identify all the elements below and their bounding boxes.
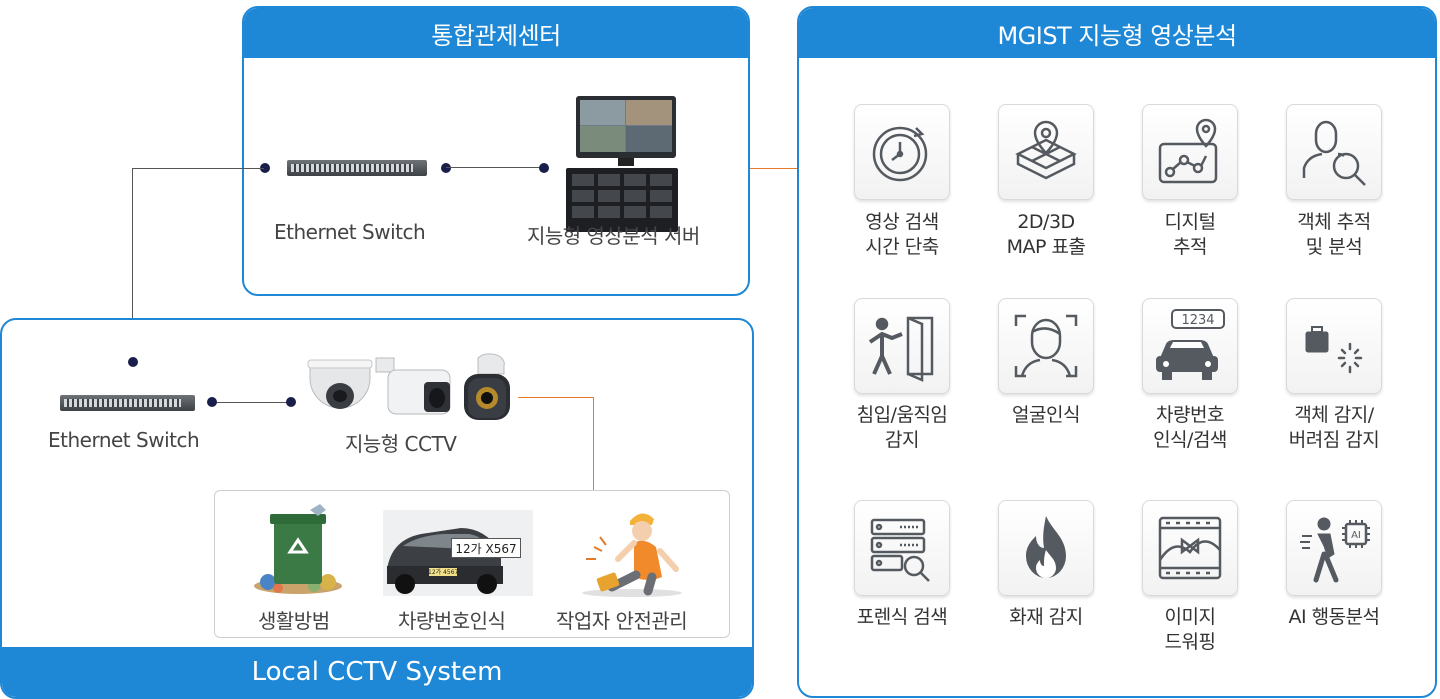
- feature-label: 화재 감지: [1009, 606, 1083, 628]
- use-case-label: 생활방범: [258, 609, 330, 633]
- connector-dot: [286, 397, 296, 407]
- connector-dot: [260, 163, 270, 173]
- clock-icon: [854, 104, 950, 200]
- local-switch-label: Ethernet Switch: [48, 428, 200, 452]
- link-line: [518, 397, 594, 398]
- map-pin-icon: [998, 104, 1094, 200]
- forensic-search-icon: [854, 500, 950, 596]
- cc-switch-label: Ethernet Switch: [274, 220, 426, 244]
- fallen-worker-icon: [582, 513, 682, 597]
- connector-dot: [441, 163, 451, 173]
- control-center-title: 통합관제센터: [244, 8, 748, 58]
- link-line: [132, 168, 133, 362]
- link-line: [132, 168, 264, 169]
- ai-behavior-icon: AI: [1286, 500, 1382, 596]
- feature-label: 객체 감지/버려짐 감지: [1288, 404, 1380, 451]
- car-plate-icon: 1234: [1142, 298, 1238, 394]
- use-case-label: 작업자 안전관리: [556, 609, 688, 633]
- ethernet-switch-icon: [287, 160, 427, 176]
- feature-label: 얼굴인식: [1012, 404, 1080, 426]
- feature-label: AI 행동분석: [1288, 606, 1380, 628]
- face-scan-icon: [998, 298, 1094, 394]
- link-line: [750, 168, 798, 169]
- person-search-icon: [1286, 104, 1382, 200]
- use-case-label: 차량번호인식: [398, 609, 506, 633]
- connector-dot: [128, 357, 138, 367]
- link-line: [593, 397, 594, 491]
- link-line: [446, 167, 544, 168]
- ethernet-switch-icon: [60, 395, 195, 411]
- cctv-label: 지능형 CCTV: [345, 432, 457, 456]
- feature-label: 포렌식 검색: [856, 606, 948, 628]
- cctv-cameras-icon: [307, 353, 510, 420]
- abandoned-object-icon: [1286, 298, 1382, 394]
- fire-icon: [998, 500, 1094, 596]
- mgist-title: MGIST 지능형 영상분석: [799, 8, 1435, 58]
- server-label: 지능형 영상분석 서버: [527, 224, 700, 248]
- connector-dot: [539, 163, 549, 173]
- connector-dot: [207, 397, 217, 407]
- garbage-bin-icon: [254, 504, 342, 594]
- small-plate-text: 12가 4567: [428, 569, 459, 576]
- link-line: [212, 402, 290, 403]
- analysis-server-icon: [566, 96, 678, 232]
- digital-tracking-icon: [1142, 104, 1238, 200]
- svg-text:AI: AI: [1351, 530, 1361, 541]
- local-cctv-title: Local CCTV System: [2, 647, 752, 697]
- svg-text:1234: 1234: [1181, 313, 1214, 328]
- plate-callout: 12가 X567: [451, 538, 521, 558]
- intrusion-icon: [854, 298, 950, 394]
- image-dewarping-icon: [1142, 500, 1238, 596]
